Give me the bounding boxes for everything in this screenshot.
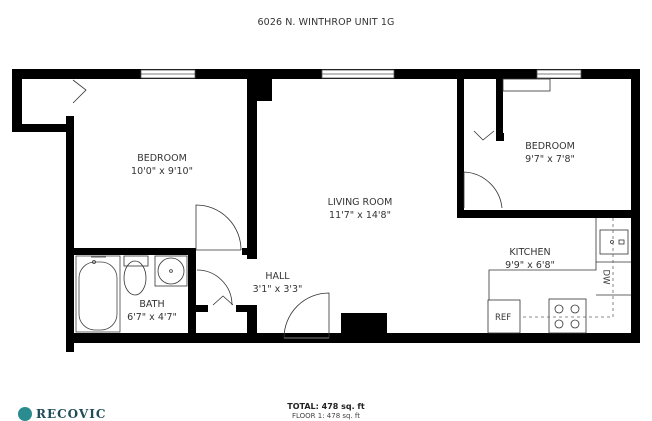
room-name: BEDROOM [525, 141, 575, 152]
floor-area: FLOOR 1: 478 sq. ft [291, 412, 361, 420]
total-area: TOTAL: 478 sq. ft [287, 402, 365, 411]
room-dimensions: 6'7" x 4'7" [127, 312, 177, 323]
room-name: BEDROOM [137, 153, 187, 164]
room-label-bedroom-right: BEDROOM 9'7" x 7'8" [505, 140, 595, 166]
room-name: LIVING ROOM [327, 197, 393, 208]
room-dimensions: 11'7" x 14'8" [329, 210, 391, 221]
room-label-bath: BATH 6'7" x 4'7" [122, 298, 182, 324]
refrigerator-label: REF [495, 313, 512, 323]
room-name: KITCHEN [509, 247, 551, 258]
room-label-hall: HALL 3'1" x 3'3" [250, 270, 305, 296]
upper-cabinets [522, 218, 614, 318]
room-label-kitchen: KITCHEN 9'9" x 6'8" [490, 246, 570, 272]
room-dimensions: 3'1" x 3'3" [252, 284, 303, 295]
room-name: HALL [265, 271, 290, 282]
doors-and-fixtures [72, 78, 631, 339]
room-label-bedroom-left: BEDROOM 10'0" x 9'10" [112, 152, 212, 178]
floor-plan-title: 6026 N. WINTHROP UNIT 1G [257, 17, 395, 28]
room-dimensions: 9'7" x 7'8" [525, 154, 575, 165]
dishwasher-label: DW [600, 269, 611, 285]
room-dimensions: 9'9" x 6'8" [505, 260, 555, 271]
room-name: BATH [139, 299, 165, 310]
room-label-living-room: LIVING ROOM 11'7" x 14'8" [305, 196, 415, 222]
room-dimensions: 10'0" x 9'10" [131, 166, 193, 177]
windows [140, 69, 582, 79]
